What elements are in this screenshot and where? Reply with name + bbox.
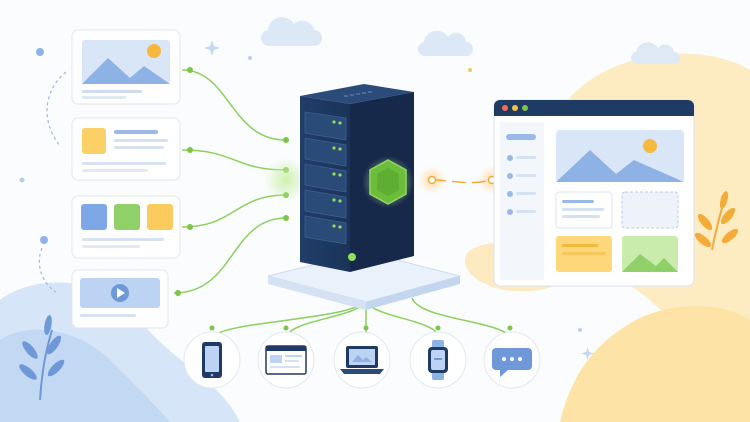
device-smartphone bbox=[183, 331, 241, 389]
leaf-plant-left bbox=[19, 315, 65, 401]
server-leds bbox=[332, 120, 356, 261]
dashed-arc-left-top bbox=[46, 71, 67, 147]
device-browser bbox=[257, 331, 315, 389]
cloud-top-right bbox=[417, 30, 473, 57]
device-chat bbox=[483, 331, 541, 389]
browser-window-icon bbox=[265, 345, 307, 375]
glow-left-nodes bbox=[264, 158, 308, 202]
color-tiles-icon bbox=[81, 204, 173, 230]
server-rack-icon bbox=[300, 84, 414, 272]
cloud-right bbox=[630, 42, 680, 65]
play-icon bbox=[111, 284, 129, 302]
connector-video-card bbox=[173, 217, 287, 294]
blob-yellow-bottom-right bbox=[560, 306, 750, 422]
connector-image-card bbox=[181, 69, 287, 141]
smartwatch-icon bbox=[428, 340, 448, 380]
website-preview-icon bbox=[500, 122, 684, 280]
card-tiles bbox=[71, 195, 181, 259]
sparkle-dots bbox=[19, 40, 594, 360]
chat-bubble-icon bbox=[492, 348, 532, 377]
server-drive-bays bbox=[304, 111, 347, 245]
server-vent bbox=[344, 91, 372, 97]
cloud-top bbox=[260, 17, 322, 47]
connector-chat bbox=[411, 297, 513, 339]
laptop-icon bbox=[340, 346, 384, 374]
card-video bbox=[71, 269, 169, 329]
blob-blue-bottom-left-2 bbox=[0, 329, 170, 422]
mountain-image-icon bbox=[82, 40, 170, 84]
smartphone-icon bbox=[202, 342, 222, 378]
card-image bbox=[71, 29, 181, 105]
card-article bbox=[71, 117, 181, 181]
connector-tiles-card bbox=[181, 194, 287, 228]
device-laptop bbox=[333, 331, 391, 389]
connector-to-browser bbox=[418, 166, 506, 194]
browser-window bbox=[493, 99, 695, 287]
hexagon-badge-icon bbox=[369, 159, 407, 205]
leaf-plant-right bbox=[694, 191, 739, 251]
device-smartwatch bbox=[409, 331, 467, 389]
window-controls bbox=[502, 105, 528, 111]
article-icon bbox=[82, 128, 168, 172]
